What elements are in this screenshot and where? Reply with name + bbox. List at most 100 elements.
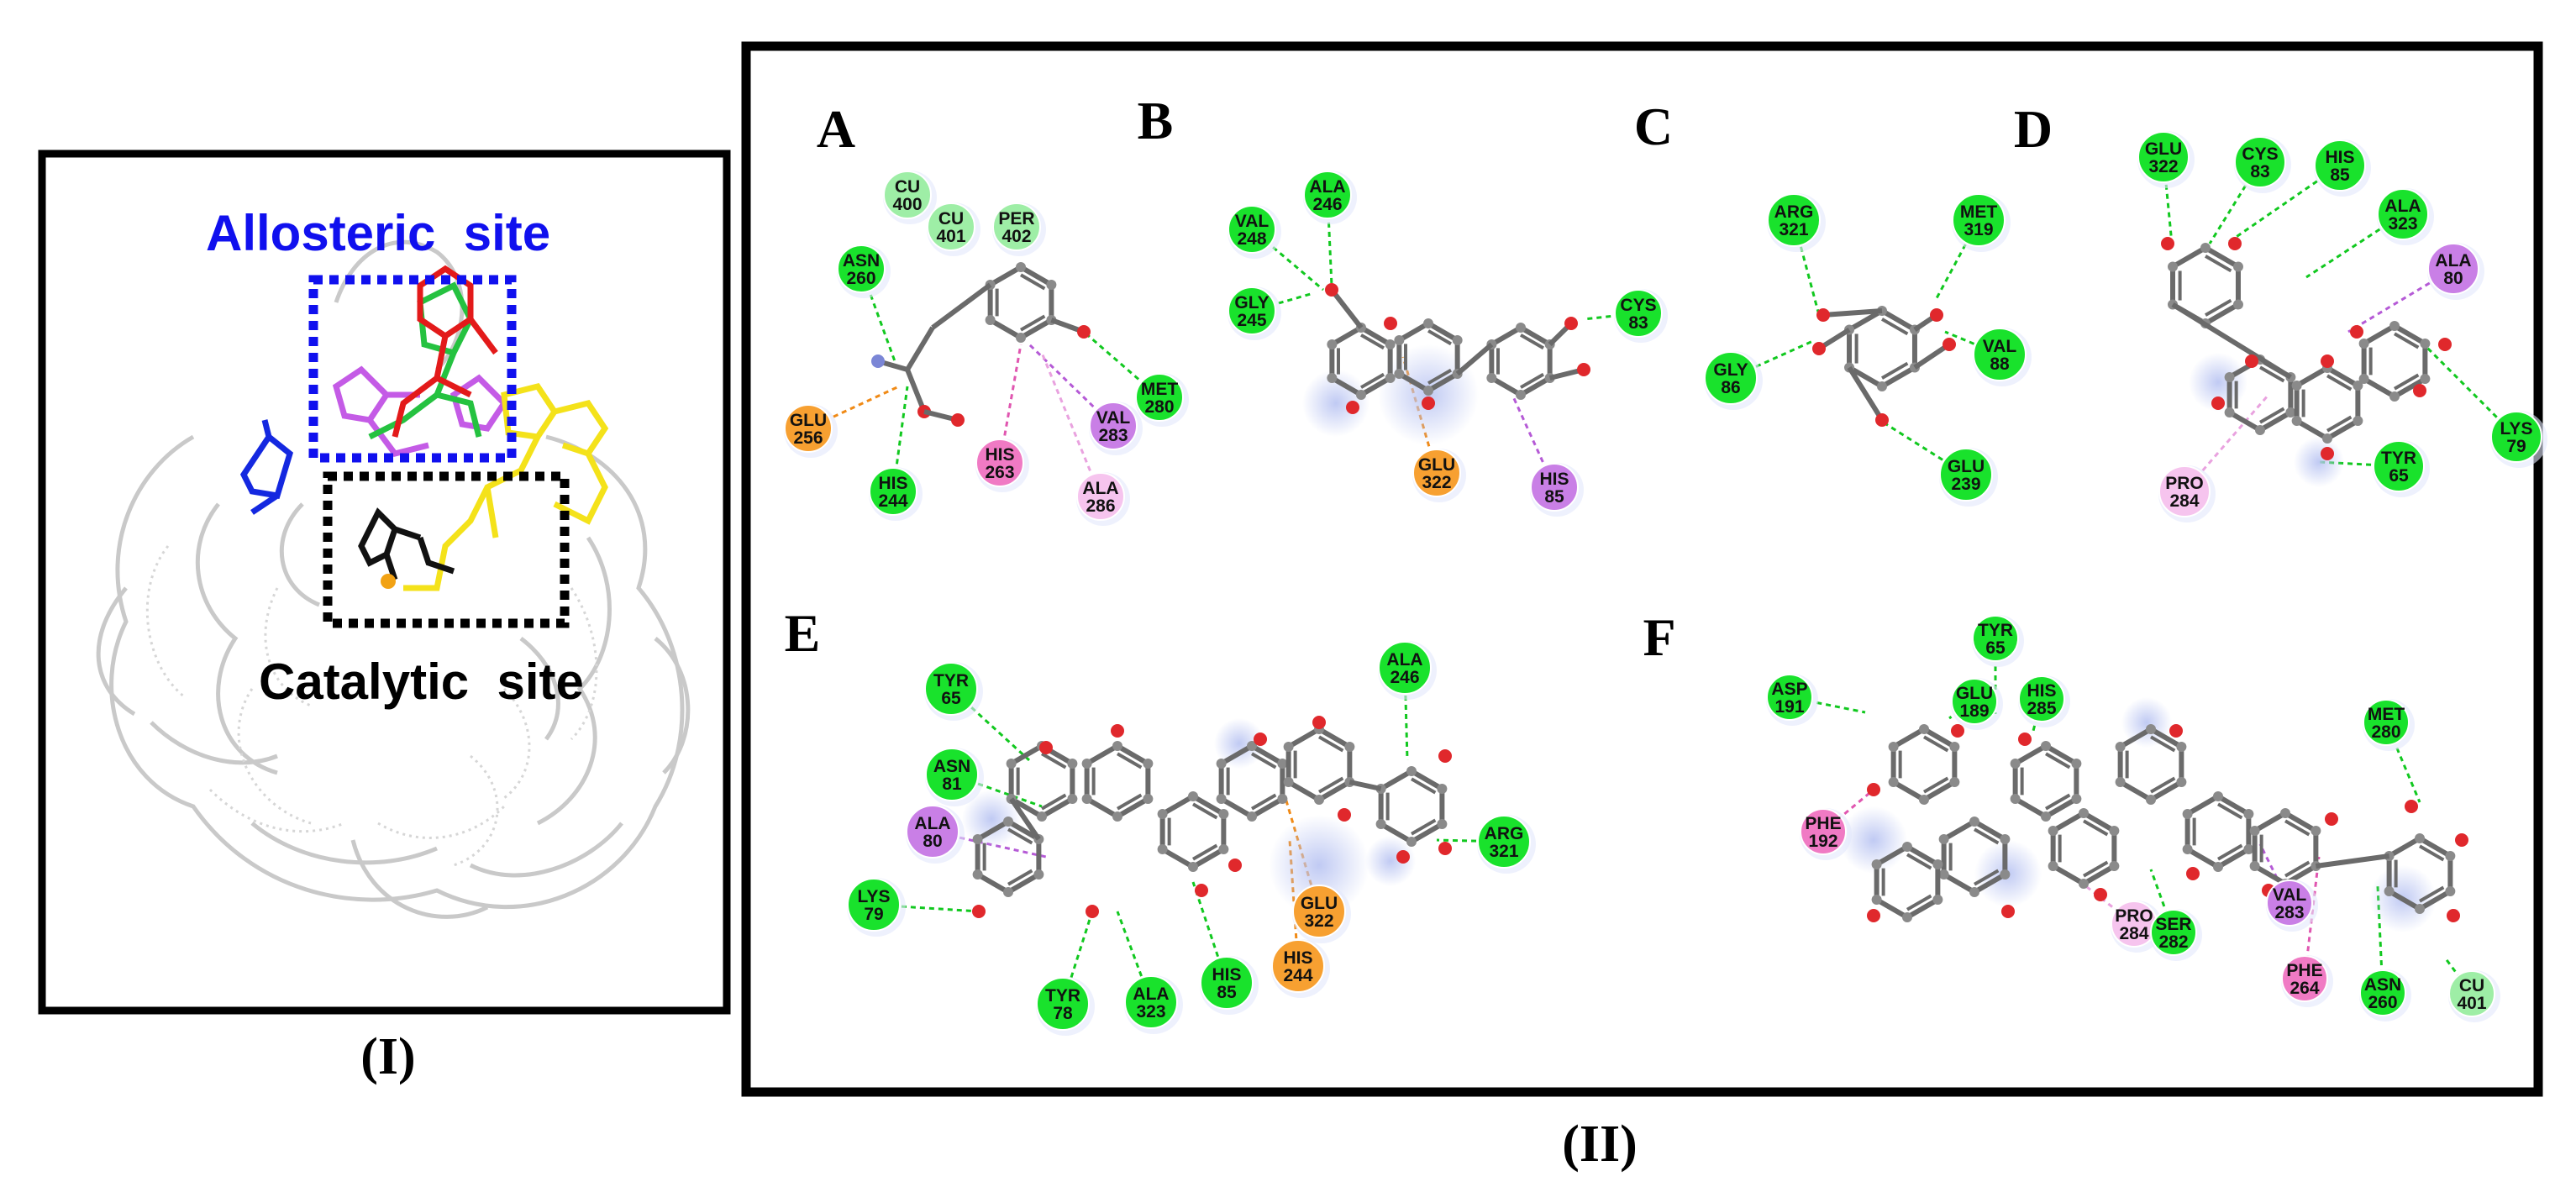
interaction-line: [1061, 911, 1094, 1005]
residue-name: GLY: [1234, 293, 1269, 312]
interaction-line: [1885, 423, 1967, 476]
residue-number: 79: [2506, 437, 2526, 456]
residue-name: PRO: [2115, 906, 2153, 926]
residue-number: 280: [1144, 397, 1174, 417]
allosteric-site-box: [308, 275, 517, 463]
residue-number: 65: [2389, 466, 2409, 486]
part-two-caption: (II): [1562, 1116, 1638, 1173]
residue-name: ALA: [1133, 985, 1169, 1004]
panel-letter-e: E: [785, 603, 821, 663]
residue-number: 264: [2289, 979, 2319, 998]
residue-name: HIS: [2325, 148, 2354, 167]
residue-number: 319: [1964, 220, 1993, 239]
residue-number: 260: [846, 269, 875, 288]
residue-number: 283: [2274, 903, 2304, 922]
residue-number: 256: [793, 428, 823, 448]
residue-number: 245: [1237, 311, 1266, 330]
residue-name: VAL: [1983, 337, 2017, 356]
residue-name: MET: [2368, 705, 2405, 724]
residue-name: GLU: [2145, 139, 2182, 159]
interaction-line: [1511, 394, 1556, 488]
residue-name: TYR: [2381, 449, 2416, 468]
interaction-line: [873, 903, 980, 913]
residue-name: CU: [938, 209, 964, 228]
ligand-black: [358, 507, 455, 581]
protein-ribbon-hatch: [145, 545, 598, 867]
residue-number: 86: [1721, 378, 1740, 397]
residue-number: 65: [1985, 638, 2006, 658]
residue-name: CYS: [1620, 296, 1656, 315]
residue-name: GLY: [1713, 360, 1748, 380]
residue-number: 285: [2027, 699, 2056, 718]
residue-number: 401: [2457, 994, 2486, 1013]
panel-letter-f: F: [1643, 607, 1675, 667]
part-two: (II) CU400CU401PER402ASN260GLU256HIS244H…: [741, 41, 2547, 1173]
residue-name: ALA: [1386, 650, 1422, 670]
residue-number: 78: [1053, 1004, 1073, 1023]
residue-number: 280: [2371, 722, 2400, 742]
residue-name: HIS: [2027, 681, 2056, 701]
residue-number: 283: [1098, 426, 1128, 445]
catalytic-site-box: [323, 471, 570, 628]
residue-number: 192: [1808, 832, 1837, 851]
residue-name: ASN: [2364, 975, 2401, 995]
residue-number: 246: [1390, 668, 1419, 687]
residue-name: PHE: [1805, 814, 1841, 833]
residue-name: CU: [895, 177, 920, 197]
interaction-line: [1403, 667, 1409, 761]
residue-number: 81: [942, 775, 962, 794]
residue-name: CU: [2459, 976, 2484, 995]
residue-name: ALA: [1309, 177, 1345, 197]
panel-letter-b: B: [1138, 91, 1174, 150]
residue-number: 85: [1544, 487, 1564, 507]
interaction-line: [1083, 330, 1160, 399]
residue-number: 83: [2250, 162, 2269, 181]
panel-letter-a: A: [817, 99, 855, 159]
ligand-red: [392, 265, 498, 438]
residue-name: GLU: [1956, 684, 1993, 703]
residue-discs: CU400CU401PER402ASN260GLU256HIS244HIS263…: [784, 131, 2547, 1036]
part-one-caption: (I): [360, 1028, 415, 1085]
residue-name: GLU: [1301, 894, 1338, 913]
ligand-f: [1840, 697, 2468, 932]
residue-name: VAL: [2273, 885, 2307, 905]
panel-letter-c: C: [1634, 97, 1673, 156]
residue-number: 286: [1086, 496, 1115, 516]
residue-number: 322: [2148, 157, 2178, 176]
residue-number: 323: [1136, 1002, 1165, 1021]
residue-number: 284: [2119, 924, 2148, 943]
residue-name: TYR: [1978, 621, 2013, 640]
residue-number: 244: [878, 491, 907, 511]
residue-name: ALA: [2384, 197, 2421, 216]
residue-number: 239: [1951, 475, 1980, 494]
ligand-e: [962, 716, 1452, 918]
part-two-frame: [741, 41, 2543, 1097]
ligand-d: [2161, 237, 2452, 487]
ligand-a: [871, 262, 1091, 427]
interaction-line: [807, 385, 900, 430]
residue-name: LYS: [2500, 419, 2533, 438]
